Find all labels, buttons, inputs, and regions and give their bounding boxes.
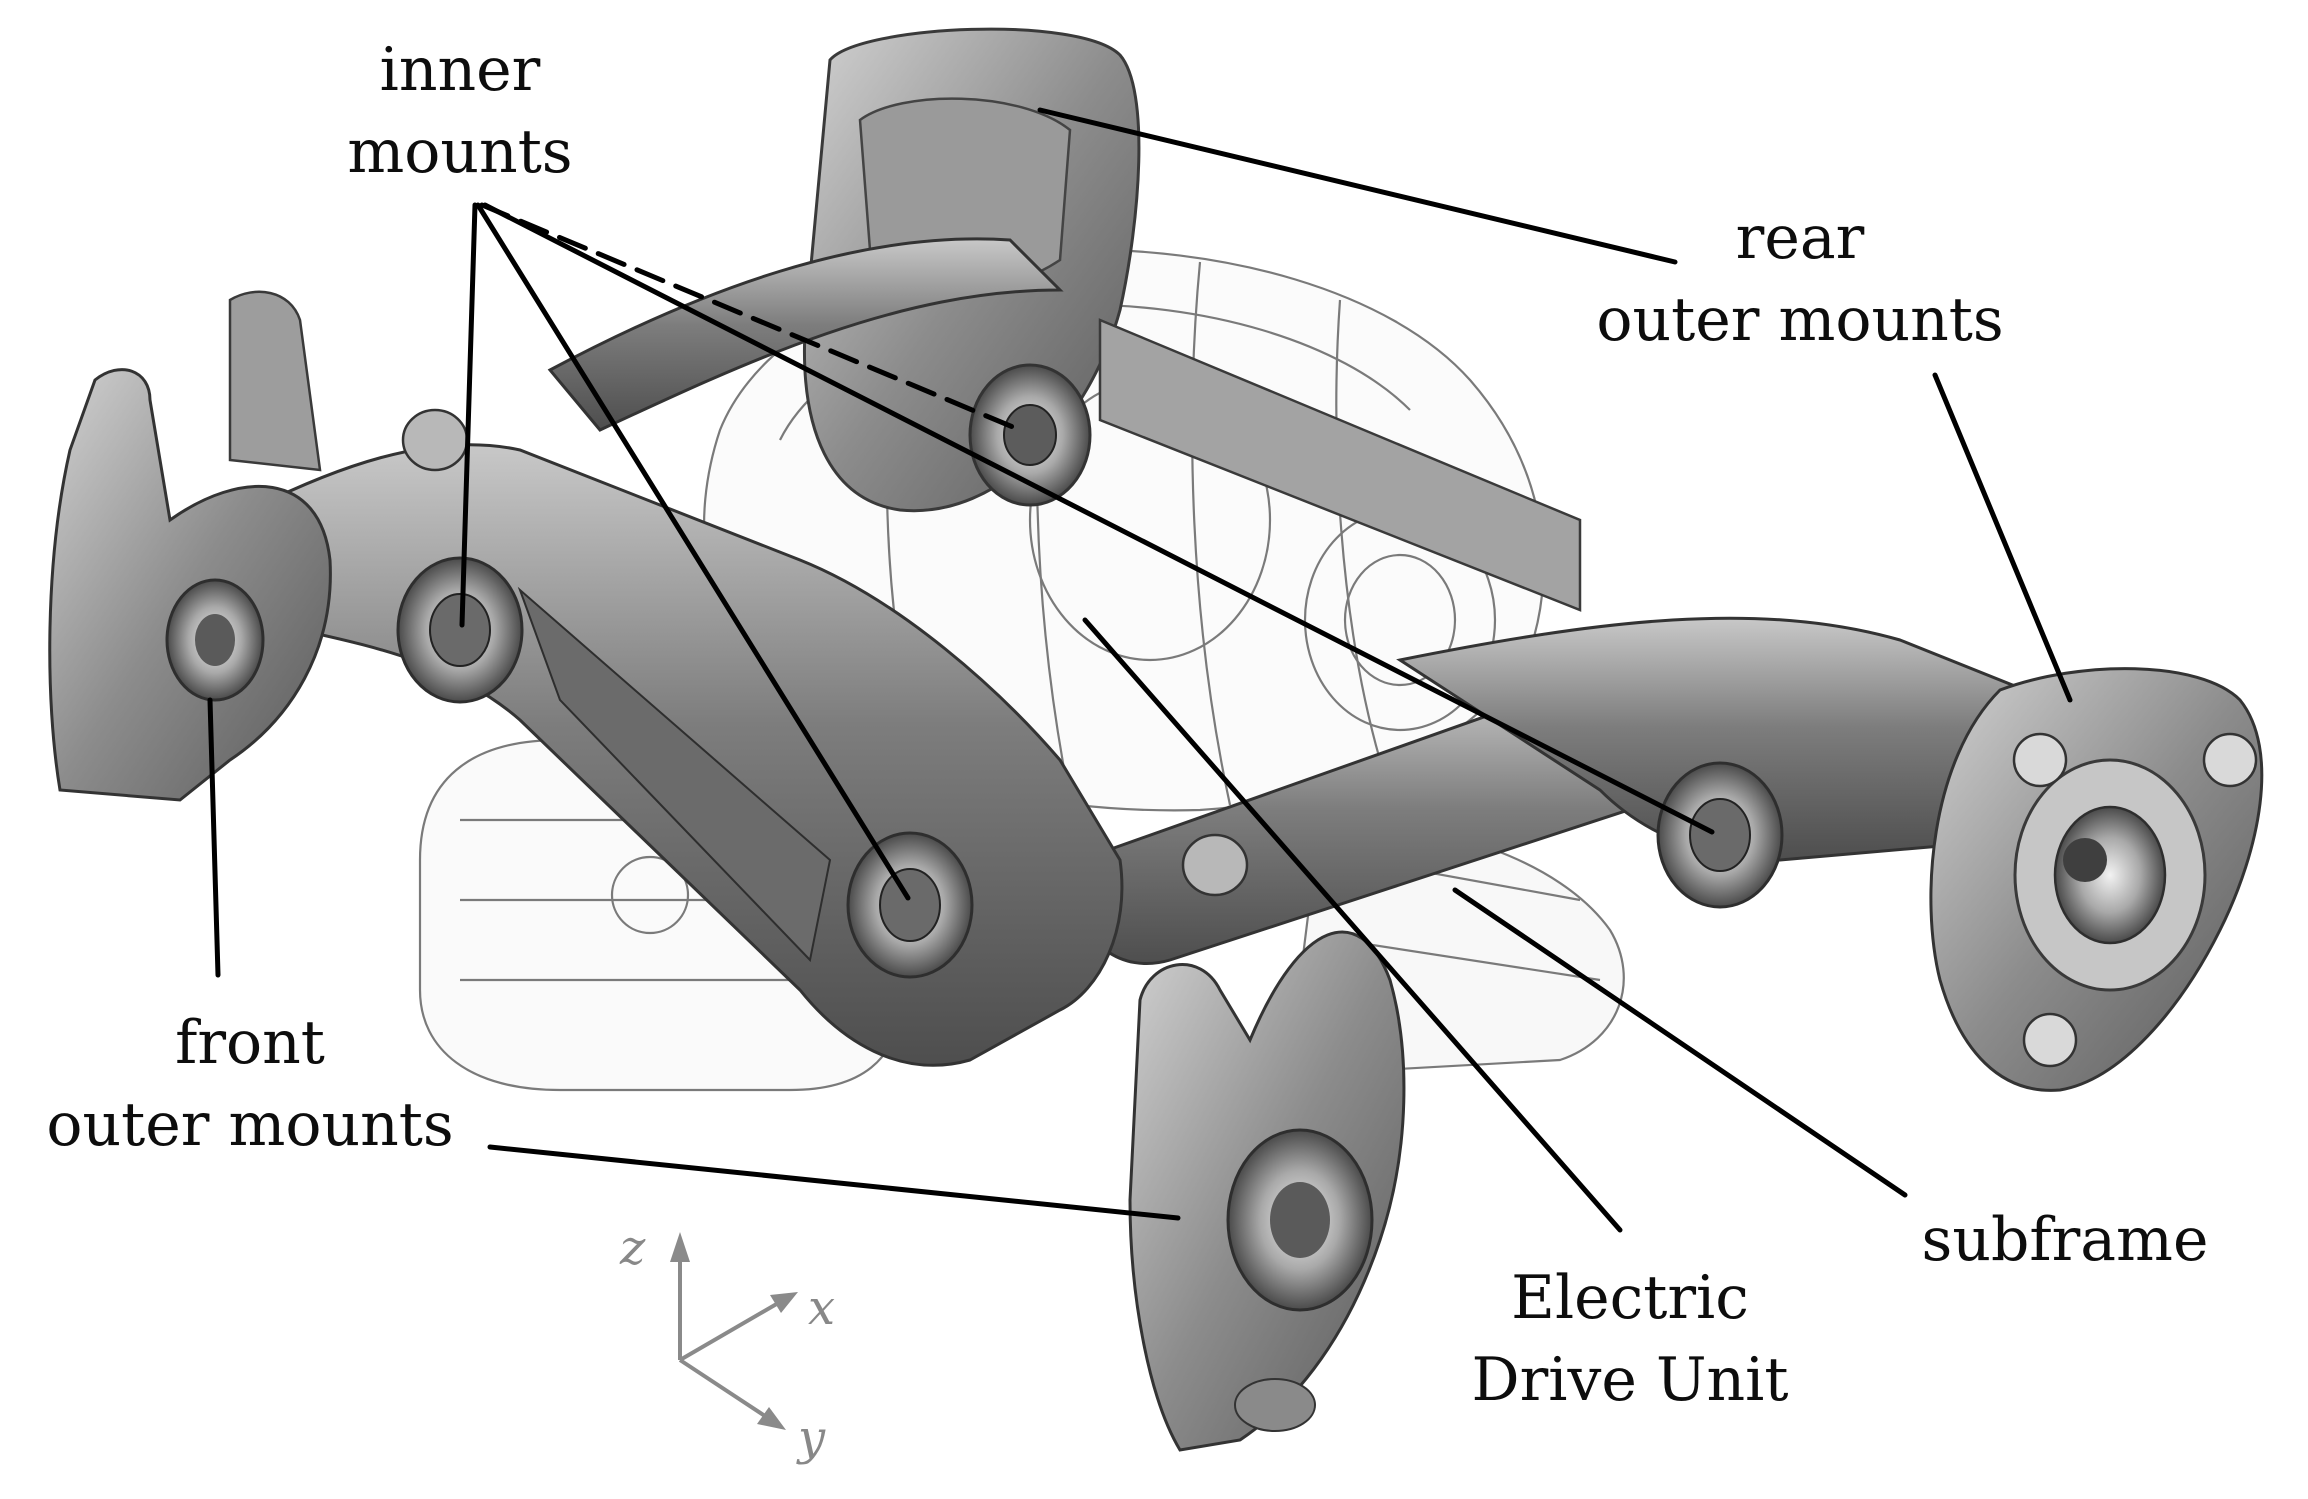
z-axis-arrowhead — [670, 1232, 690, 1262]
leader-inner-mounts-2 — [475, 202, 911, 901]
label-electric-drive-unit-line1: Electric — [1511, 1263, 1749, 1333]
label-electric-drive-unit-line2: Drive Unit — [1471, 1345, 1789, 1415]
label-rear-outer-mounts: rear outer mounts — [1560, 208, 2040, 350]
label-inner-mounts: inner mounts — [330, 40, 590, 182]
leader-front-outer-mounts-2 — [487, 1144, 1181, 1221]
front-outer-mount-left — [48, 290, 332, 802]
axis-label-x: x — [808, 1280, 836, 1336]
y-axis-arrowhead — [757, 1407, 786, 1430]
label-subframe-text: subframe — [1921, 1205, 2209, 1275]
label-subframe: subframe — [1910, 1210, 2220, 1270]
leader-inner-mounts-1 — [459, 202, 478, 628]
rear-outer-mount — [1929, 667, 2264, 1092]
leader-inner-mounts-3 — [482, 202, 1715, 835]
label-inner-mounts-line2: mounts — [347, 117, 573, 187]
label-rear-outer-mounts-line1: rear — [1735, 203, 1865, 273]
x-axis-line — [678, 1300, 782, 1362]
axis-triad — [670, 1232, 798, 1430]
leader-subframe — [1452, 887, 1908, 1198]
y-axis-line — [678, 1358, 770, 1420]
x-axis-arrowhead — [770, 1292, 798, 1313]
axis-label-z: z — [620, 1220, 646, 1276]
leader-rear-outer-mounts-1 — [1037, 107, 1678, 265]
label-inner-mounts-line1: inner — [379, 35, 541, 105]
leader-lines — [207, 107, 2073, 1233]
label-front-outer-mounts-line2: outer mounts — [46, 1090, 454, 1160]
leader-rear-outer-mounts-2 — [1932, 372, 2073, 703]
label-front-outer-mounts: front outer mounts — [20, 1013, 480, 1155]
leader-front-outer-mounts-1 — [207, 697, 221, 978]
axis-label-y: y — [798, 1410, 826, 1466]
label-electric-drive-unit: Electric Drive Unit — [1440, 1268, 1820, 1410]
label-rear-outer-mounts-line2: outer mounts — [1596, 285, 2004, 355]
leader-inner-mounts-4 — [479, 202, 1023, 433]
front-outer-mount-center — [1128, 930, 1406, 1452]
leader-electric-drive-unit — [1082, 617, 1623, 1233]
label-front-outer-mounts-line1: front — [175, 1008, 325, 1078]
